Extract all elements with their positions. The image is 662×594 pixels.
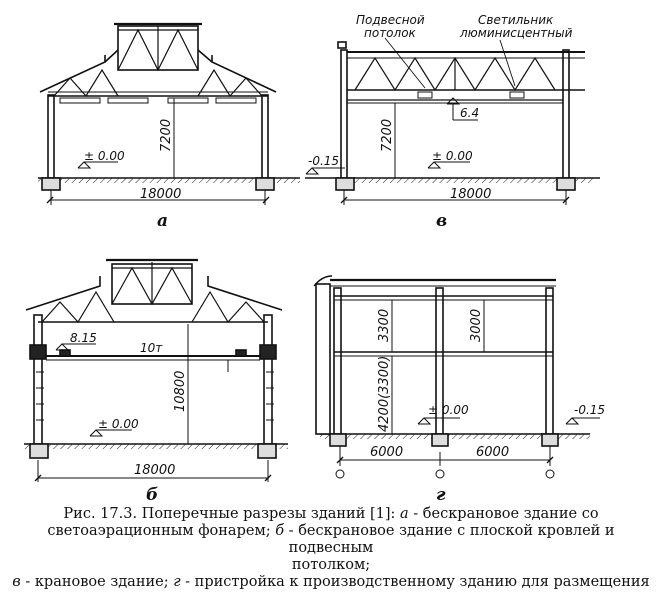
panel-b-height: 10800 (173, 371, 188, 412)
panel-g-level: ± 0.00 (428, 403, 469, 417)
panel-b-crane-level: 8.15 (70, 331, 97, 345)
caption-line4-a: в (12, 574, 21, 590)
figure-caption: Рис. 17.3. Поперечные разрезы зданий [1]… (8, 506, 654, 591)
panel-g-letter: г (436, 485, 446, 500)
caption-line3: потолком; (291, 557, 371, 573)
panel-b-letter: б (146, 485, 158, 500)
panel-g-span-left: 6000 (370, 445, 403, 460)
caption-line2-c: - бескрановое здание с плоской кровлей и… (284, 523, 615, 556)
panel-g (313, 275, 600, 479)
panel-v-level: ± 0.00 (432, 149, 473, 163)
caption-line1-a: Рис. 17.3. Поперечные разрезы зданий [1]… (63, 506, 401, 522)
caption-line4-b: - крановое здание; (20, 574, 174, 590)
panel-b (24, 258, 288, 482)
building-sections-diagram: 7200 ± 0.00 18000 а (24, 13, 605, 500)
panel-a-letter: а (157, 211, 168, 231)
panel-b-crane: 10т (140, 341, 163, 355)
panel-v (305, 37, 600, 205)
panel-v-lamp-label-2: люминисцентный (459, 26, 573, 40)
caption-line1-b: а (400, 506, 409, 522)
panel-a (38, 22, 300, 205)
panel-a-span: 18000 (140, 187, 181, 202)
panel-g-height-top-left: 3300 (377, 309, 392, 342)
panel-g-height-bottom-left: 4200(3300) (377, 356, 392, 432)
panel-v-level-ceiling: 6.4 (460, 106, 479, 120)
panel-v-ceiling-label-2: потолок (364, 26, 417, 40)
panel-a-height: 7200 (159, 119, 174, 152)
panel-b-span: 18000 (134, 463, 175, 478)
panel-v-ceiling-label-1: Подвесной (356, 13, 425, 27)
caption-line4-d: - пристройка к производственному зданию … (180, 574, 650, 590)
panel-v-span: 18000 (450, 187, 491, 202)
panel-a-level: ± 0.00 (84, 149, 125, 163)
panel-g-height-top-right: 3000 (469, 309, 484, 342)
caption-line2-b: б (275, 523, 285, 539)
panel-v-lamp-label-1: Светильник (478, 13, 554, 27)
panel-g-span-right: 6000 (476, 445, 509, 460)
panel-v-level-ground: -0.15 (308, 154, 339, 168)
caption-line2-a: светоаэрационным фонарем; (47, 523, 276, 539)
caption-line4-c: г (173, 574, 181, 590)
panel-v-height: 7200 (380, 119, 395, 152)
panel-g-level-ground: -0.15 (574, 403, 605, 417)
caption-line1-c: - бескрановое здание со (408, 506, 599, 522)
panel-v-letter: в (436, 211, 447, 231)
panel-b-level: ± 0.00 (98, 417, 139, 431)
